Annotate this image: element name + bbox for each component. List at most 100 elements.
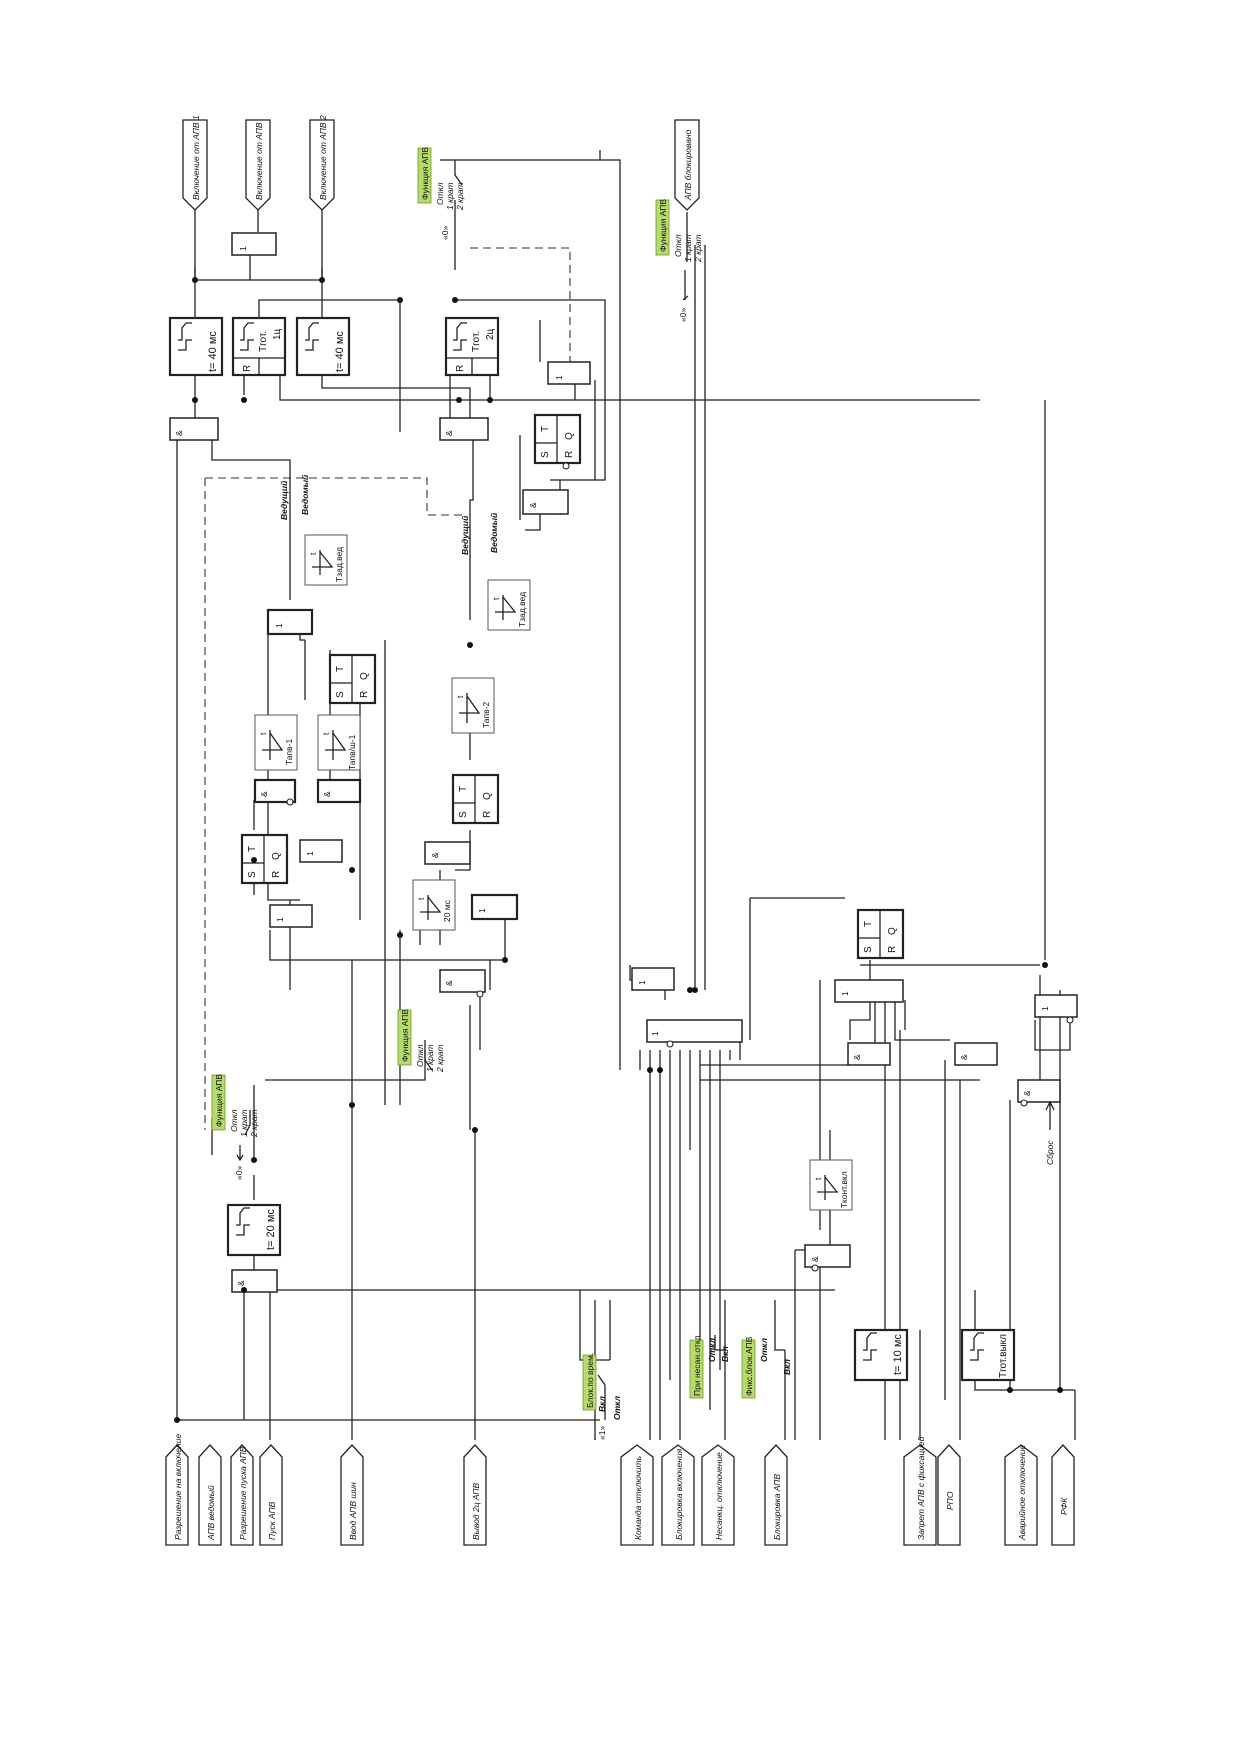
svg-text:Тконт.вкл: Тконт.вкл: [839, 1171, 849, 1208]
svg-text:Откл: Откл: [759, 1337, 769, 1362]
svg-text:1: 1: [840, 991, 850, 996]
svg-text:t: t: [308, 552, 318, 555]
port-blokirovka-vkl: Блокировка включения: [661, 1444, 695, 1546]
and-gate-2: &: [439, 417, 489, 441]
svg-text:T: T: [247, 846, 258, 852]
svg-text:t: t: [258, 732, 268, 735]
svg-text:&: &: [1022, 1090, 1032, 1096]
port-nesankts-otkl: Несанкц. отключение: [701, 1444, 735, 1546]
or-gate-left-lower: 1: [269, 904, 313, 928]
svg-text:R: R: [271, 871, 282, 878]
svg-text:Тзад.вед: Тзад.вед: [334, 547, 344, 582]
svg-text:Откл: Откл: [415, 1044, 425, 1067]
svg-text:1: 1: [305, 851, 315, 856]
svg-text:При несан.откл: При несан.откл: [692, 1335, 702, 1396]
trigger-stqr-mid-1: T Q S R: [328, 653, 377, 705]
trigger-stqr-top: T Q S R: [533, 413, 582, 470]
port-label: РПО: [945, 1491, 955, 1510]
svg-text:t= 40 мс: t= 40 мс: [334, 331, 346, 372]
svg-text:«1»: «1»: [597, 1426, 607, 1440]
svg-text:T: T: [863, 921, 874, 927]
port-vyvod-2c-apv: Вывод 2ц АПВ: [463, 1444, 487, 1546]
svg-text:R: R: [359, 691, 370, 698]
svg-text:20 мс: 20 мс: [442, 899, 452, 922]
svg-text:&: &: [528, 502, 538, 508]
timer-tgot-1c: Тгот. 1ц R: [231, 316, 287, 377]
svg-text:&: &: [959, 1054, 969, 1060]
svg-text:Q: Q: [482, 792, 493, 800]
port-label: Блокировка включения: [674, 1448, 684, 1540]
timer-t10: t= 10 мс: [853, 1328, 909, 1382]
svg-text:Тзад.вед: Тзад.вед: [517, 592, 527, 627]
trigger-stqr-left: T Q S R: [240, 833, 289, 885]
svg-text:R: R: [242, 365, 253, 372]
switch-apv-lower: Функция АПВ Откл 1 крат 2 крат «0»: [211, 1074, 259, 1180]
timer-tapv2: t Тапв-2: [451, 677, 495, 734]
svg-text:t: t: [491, 597, 501, 600]
port-label: Пуск АПВ: [267, 1501, 277, 1540]
svg-text:2 крат: 2 крат: [435, 1044, 445, 1073]
svg-text:Откл: Откл: [435, 182, 445, 205]
port-label: АПВ ведомый: [206, 1485, 216, 1541]
svg-text:1: 1: [238, 246, 248, 251]
svg-text:Q: Q: [564, 432, 575, 440]
svg-text:Откл: Откл: [707, 1337, 717, 1362]
timer-tapv1: t Тапв-1: [254, 714, 298, 771]
svg-text:1 крат: 1 крат: [425, 1044, 435, 1072]
port-label: РФК: [1059, 1497, 1069, 1515]
label-vedushchiy-2: Ведущий: [460, 515, 470, 555]
or-gate-mid-3: 1: [470, 893, 519, 921]
junction-dots: [174, 277, 1063, 1423]
svg-text:t= 20 мс: t= 20 мс: [265, 1209, 277, 1250]
svg-text:&: &: [444, 980, 454, 986]
and-gate-6: &: [424, 841, 471, 865]
svg-text:t: t: [455, 695, 465, 698]
port-razreshenie-puska: Разрешение пуска АПВ: [230, 1444, 254, 1546]
svg-text:Фикс.блок.АПВ: Фикс.блок.АПВ: [744, 1336, 754, 1396]
svg-text:R: R: [455, 365, 466, 372]
port-avariynoe-otkl: Аварийное отключение: [1004, 1444, 1038, 1546]
svg-text:Вкл: Вкл: [597, 1395, 607, 1412]
svg-text:1: 1: [275, 917, 285, 922]
port-label: Несанкц. отключение: [714, 1452, 724, 1540]
svg-text:S: S: [458, 811, 469, 818]
svg-text:1: 1: [554, 375, 564, 380]
port-label: Ввод АПВ шин: [348, 1482, 358, 1540]
port-label: Вывод 2ц АПВ: [471, 1482, 481, 1540]
label-vedushchiy-1: Ведущий: [279, 480, 289, 520]
svg-text:Функция АПВ: Функция АПВ: [400, 1009, 410, 1062]
and-gate-7: &: [439, 969, 486, 998]
svg-text:&: &: [259, 791, 269, 797]
port-blokirovka-apv: Блокировка АПВ: [764, 1444, 788, 1546]
svg-text:«0»: «0»: [234, 1166, 244, 1180]
svg-text:Тгот.выкл: Тгот.выкл: [998, 1334, 1009, 1378]
bottom-ports: Разрешение на включение АПВ ведомый Разр…: [165, 1434, 1075, 1546]
switch-nesan: При несан.откл Откл Вкл: [689, 1335, 730, 1399]
port-label: Блокировка АПВ: [772, 1474, 782, 1540]
port-razreshenie-vkl: Разрешение на включение: [165, 1434, 189, 1546]
timer-t40-right: t= 40 мс: [295, 316, 351, 377]
svg-text:2ц: 2ц: [485, 328, 496, 340]
svg-text:Функция АПВ: Функция АПВ: [658, 199, 668, 252]
reset-label: Сброс: [1045, 1140, 1055, 1165]
svg-text:1: 1: [1040, 1006, 1050, 1011]
svg-text:Тапв-2: Тапв-2: [481, 702, 491, 728]
or-gate-far-right: 1: [1034, 994, 1078, 1024]
svg-text:&: &: [444, 430, 454, 436]
timer-t20: t= 20 мс: [226, 1203, 282, 1257]
port-label: Команда отключить: [633, 1456, 643, 1540]
svg-text:1: 1: [637, 980, 647, 985]
blocks: 1 t= 40 мс Тгот. 1ц R t= 40 мс: [168, 232, 1078, 1382]
and-gate-reset: & Сброс: [1017, 1079, 1061, 1165]
svg-text:&: &: [810, 1256, 820, 1262]
svg-text:S: S: [863, 946, 874, 953]
svg-text:&: &: [430, 852, 440, 858]
svg-text:1: 1: [477, 908, 487, 913]
svg-text:Блок.по врем.: Блок.по врем.: [585, 1353, 595, 1408]
svg-text:Функция АПВ: Функция АПВ: [214, 1074, 224, 1127]
switch-blok-vrem: Блок.по врем. Вкл Откл «1»: [582, 1353, 622, 1440]
port-label: Включение от АПВ 1: [191, 115, 201, 200]
port-label: Разрешение на включение: [173, 1434, 183, 1540]
port-rfk: РФК: [1051, 1444, 1075, 1546]
port-pusk-apv: Пуск АПВ: [259, 1444, 283, 1546]
